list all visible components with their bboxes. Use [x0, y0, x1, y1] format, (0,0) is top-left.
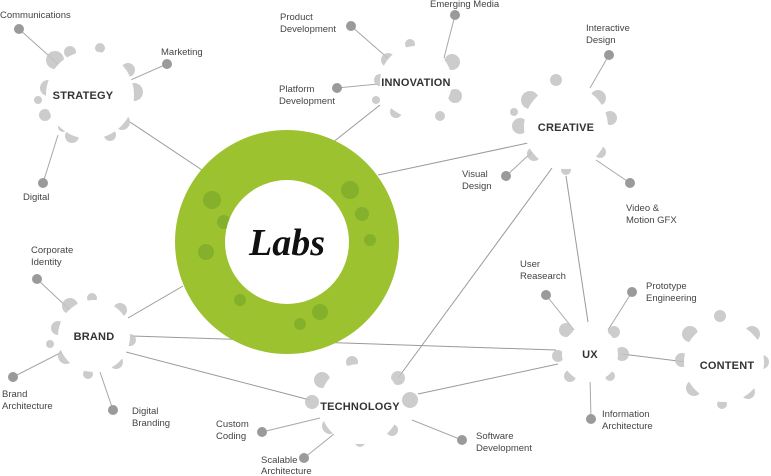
dot-digital-branding — [108, 405, 118, 415]
hub-label-content: CONTENT — [700, 360, 755, 372]
dot-product-development — [346, 21, 356, 31]
labs-label: Labs — [248, 222, 325, 264]
dot-user-research — [541, 290, 551, 300]
hub-strategy[interactable]: STRATEGY — [46, 51, 134, 139]
hub-label-ux: UX — [582, 349, 598, 361]
label-interactive-design: Interactive Design — [586, 23, 632, 46]
connector-technology-creative — [397, 167, 553, 379]
leaf-dots — [8, 10, 637, 463]
connector-innovation-labs — [331, 104, 381, 144]
hub-label-brand: BRAND — [74, 331, 115, 343]
label-platform-development: Platform Development — [279, 84, 335, 107]
label-marketing: Marketing — [161, 47, 203, 58]
label-brand-architecture: Brand Architecture — [2, 389, 53, 412]
hub-label-innovation: INNOVATION — [381, 77, 450, 89]
labs-inner-disc — [225, 180, 349, 304]
hub-technology[interactable]: TECHNOLOGY — [320, 364, 400, 444]
label-digital: Digital — [23, 192, 49, 203]
labs-center[interactable]: Labs — [175, 130, 399, 354]
label-product-development: Product Development — [280, 12, 336, 35]
labs-ring-bubbles — [198, 181, 376, 330]
dot-visual-design — [501, 171, 511, 181]
dot-brand-architecture — [8, 372, 18, 382]
dot-emerging-media — [450, 10, 460, 20]
dot-software-development — [457, 435, 467, 445]
hub-brand[interactable]: BRAND — [58, 300, 130, 372]
label-custom-coding: Custom Coding — [216, 419, 251, 442]
dot-interactive-design — [604, 50, 614, 60]
hub-creative[interactable]: CREATIVE — [524, 85, 608, 169]
label-digital-branding: Digital Branding — [132, 406, 170, 429]
label-user-research: User Reasearch — [520, 259, 566, 282]
hub-label-strategy: STRATEGY — [53, 90, 114, 102]
label-corporate-identity: Corporate Identity — [31, 245, 76, 268]
hub-content[interactable]: CONTENT — [684, 322, 764, 402]
leaf-connectors — [12, 14, 633, 459]
dot-platform-development — [332, 83, 342, 93]
hub-connectors — [125, 104, 687, 401]
connector-brand-labs — [127, 285, 184, 319]
dot-custom-coding — [257, 427, 267, 437]
leaf-labels: Communications Marketing Digital Product… — [0, 0, 697, 476]
connector-strategy-labs — [129, 121, 203, 171]
dot-scalable-architecture — [299, 453, 309, 463]
dot-prototype-engineering — [627, 287, 637, 297]
dot-digital — [38, 178, 48, 188]
dot-marketing — [162, 59, 172, 69]
hub-innovation[interactable]: INNOVATION — [380, 46, 452, 118]
dot-information-architecture — [586, 414, 596, 424]
dot-video-motion — [625, 178, 635, 188]
label-information-architecture: Information Architecture — [602, 409, 653, 432]
connector-creative-labs — [377, 142, 529, 176]
dot-corporate-identity — [32, 274, 42, 284]
dot-communications — [14, 24, 24, 34]
hub-label-creative: CREATIVE — [538, 122, 594, 134]
connector-brand-ux — [131, 335, 557, 351]
label-visual-design: Visual Design — [462, 169, 492, 192]
label-communications: Communications — [0, 10, 71, 21]
connector-brand-technology — [125, 351, 311, 401]
label-prototype-engineering: Prototype Engineering — [646, 281, 697, 304]
hub-label-technology: TECHNOLOGY — [320, 401, 400, 413]
hub-ux[interactable]: UX — [562, 326, 618, 382]
label-emerging-media: Emerging Media — [430, 0, 500, 10]
label-scalable-architecture: Scalable Architecture — [261, 455, 312, 476]
connector-creative-ux — [565, 175, 589, 323]
connector-technology-ux — [417, 363, 559, 395]
label-software-development: Software Development — [476, 431, 532, 454]
label-video-motion: Video & Motion GFX — [626, 203, 677, 226]
